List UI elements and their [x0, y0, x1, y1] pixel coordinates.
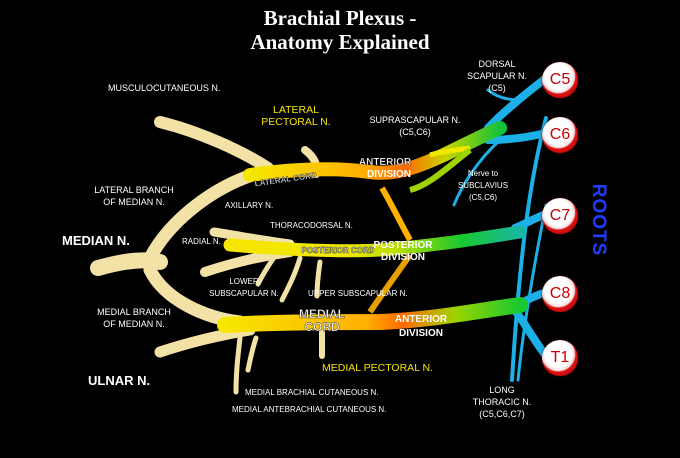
medial-antebrachial-cutaneous-nerve — [233, 335, 243, 395]
lateral-pectoral-line-1: LATERAL — [273, 104, 319, 116]
medial-antebrachial-cutaneous-label: MEDIAL ANTEBRACHIAL CUTANEOUS N. — [232, 405, 387, 414]
nerve-to-subclavius-line-1: Nerve to — [467, 169, 499, 178]
medial-brachial-cutaneous-label: MEDIAL BRACHIAL CUTANEOUS N. — [245, 388, 379, 397]
anterior-division-lower-1: ANTERIOR — [395, 314, 448, 325]
medial-pectoral-label: MEDIAL PECTORAL N. — [322, 362, 434, 374]
lower-subscapular-line-1: LOWER — [229, 277, 259, 286]
root-circle-c5: C5 — [542, 62, 578, 98]
medial-branch-median-line-2: OF MEDIAN N. — [103, 319, 165, 329]
upper-posterior-link — [409, 147, 472, 193]
suprascapular-line-1: SUPRASCAPULAR N. — [369, 115, 461, 125]
root-c6-label: C6 — [549, 126, 571, 143]
upper-subscapular-label: UPPER SUBSCAPULAR N. — [308, 289, 408, 298]
upper-subscapular-nerve — [314, 259, 323, 299]
lateral-branch-median-line-2: OF MEDIAN N. — [103, 197, 165, 207]
median-label: MEDIAN N. — [62, 233, 130, 248]
lower-subscapular-nerve — [255, 253, 278, 287]
suprascapular-label: SUPRASCAPULAR N. (C5,C6) — [360, 114, 470, 138]
dorsal-scapular-line-3: (C5) — [488, 83, 506, 93]
title-line-1: Brachial Plexus - — [263, 6, 417, 30]
posterior-cord — [223, 225, 527, 258]
suprascapular-line-2: (C5,C6) — [399, 127, 431, 137]
root-c8-label: C8 — [549, 285, 571, 302]
medial-cord-label-1: MEDIAL — [299, 307, 345, 321]
root-c5 — [484, 74, 550, 132]
lateral-pectoral-label: LATERAL PECTORAL N. — [258, 104, 334, 128]
anterior-division-lower-2: DIVISION — [399, 328, 443, 339]
root-circle-c6: C6 — [542, 117, 578, 153]
musculocutaneous-label: MUSCULOCUTANEOUS N. — [108, 83, 221, 93]
dorsal-scapular-nerve — [486, 88, 522, 102]
root-t1-label: T1 — [550, 349, 570, 366]
long-thoracic-line-2: THORACIC N. — [472, 397, 532, 407]
title-line-2: Anatomy Explained — [250, 30, 430, 54]
medial-cord-label-2: CORD — [304, 320, 340, 334]
terminal-nerves — [90, 116, 325, 395]
dorsal-scapular-line-1: DORSAL — [478, 59, 516, 69]
root-circle-t1: T1 — [542, 340, 578, 376]
upper-to-posterior-division — [379, 186, 413, 242]
lateral-branch-median-line-1: LATERAL BRANCH — [94, 185, 174, 195]
thoracodorsal-label: THORACODORSAL N. — [270, 221, 353, 230]
musculocutaneous-nerve — [154, 116, 274, 174]
root-c7-label: C7 — [549, 207, 571, 224]
long-thoracic-branch — [516, 203, 548, 382]
nerve-to-subclavius-line-2: SUBCLAVIUS — [457, 181, 509, 190]
lower-to-posterior-division — [367, 253, 413, 314]
radial-label: RADIAL N. — [182, 237, 221, 246]
nerve-to-subclavius-label: Nerve to SUBCLAVIUS (C5,C6) — [448, 168, 518, 204]
lateral-pectoral-line-2: PECTORAL N. — [261, 116, 331, 128]
root-c5-label: C5 — [549, 71, 571, 88]
long-thoracic-line-3: (C5,C6,C7) — [479, 409, 525, 419]
root-circle-c8: C8 — [542, 276, 578, 312]
diagram-title: Brachial Plexus - Anatomy Explained — [0, 6, 680, 54]
dorsal-scapular-line-2: SCAPULAR N. — [466, 71, 528, 81]
lower-subscapular-label: LOWER SUBSCAPULAR N. — [208, 276, 280, 300]
posterior-division-1: POSTERIOR — [374, 240, 434, 251]
anterior-division-upper-1: ANTERIOR — [359, 157, 412, 168]
posterior-division-2: DIVISION — [381, 252, 425, 263]
posterior-cord-label: POSTERIOR CORD — [302, 246, 375, 255]
long-thoracic-nerve — [510, 116, 548, 382]
thoracodorsal-nerve — [279, 255, 303, 303]
lateral-branch-median-label: LATERAL BRANCH OF MEDIAN N. — [84, 184, 184, 208]
ulnar-label: ULNAR N. — [88, 373, 151, 388]
roots-heading: ROOTS — [578, 162, 618, 278]
dorsal-scapular-label: DORSAL SCAPULAR N. (C5) — [452, 58, 542, 94]
anterior-division-upper-2: DIVISION — [367, 169, 411, 180]
long-thoracic-line-1: LONG — [489, 385, 515, 395]
median-nerve — [90, 252, 168, 276]
medial-cord — [217, 297, 528, 333]
medial-brachial-cutaneous-nerve — [245, 335, 259, 373]
axillary-label: AXILLARY N. — [225, 201, 274, 210]
root-circle-c7: C7 — [542, 198, 578, 234]
roots-heading-text: ROOTS — [588, 183, 609, 257]
nerve-to-subclavius-line-3: (C5,C6) — [468, 193, 497, 202]
suprascapular-nerve — [429, 145, 471, 158]
medial-branch-median-line-1: MEDIAL BRANCH — [97, 307, 171, 317]
long-thoracic-label: LONG THORACIC N. (C5,C6,C7) — [460, 384, 544, 420]
nerve-to-subclavius — [452, 138, 502, 207]
lower-subscapular-line-2: SUBSCAPULAR N. — [209, 289, 279, 298]
medial-branch-median-label: MEDIAL BRANCH OF MEDIAN N. — [84, 306, 184, 330]
